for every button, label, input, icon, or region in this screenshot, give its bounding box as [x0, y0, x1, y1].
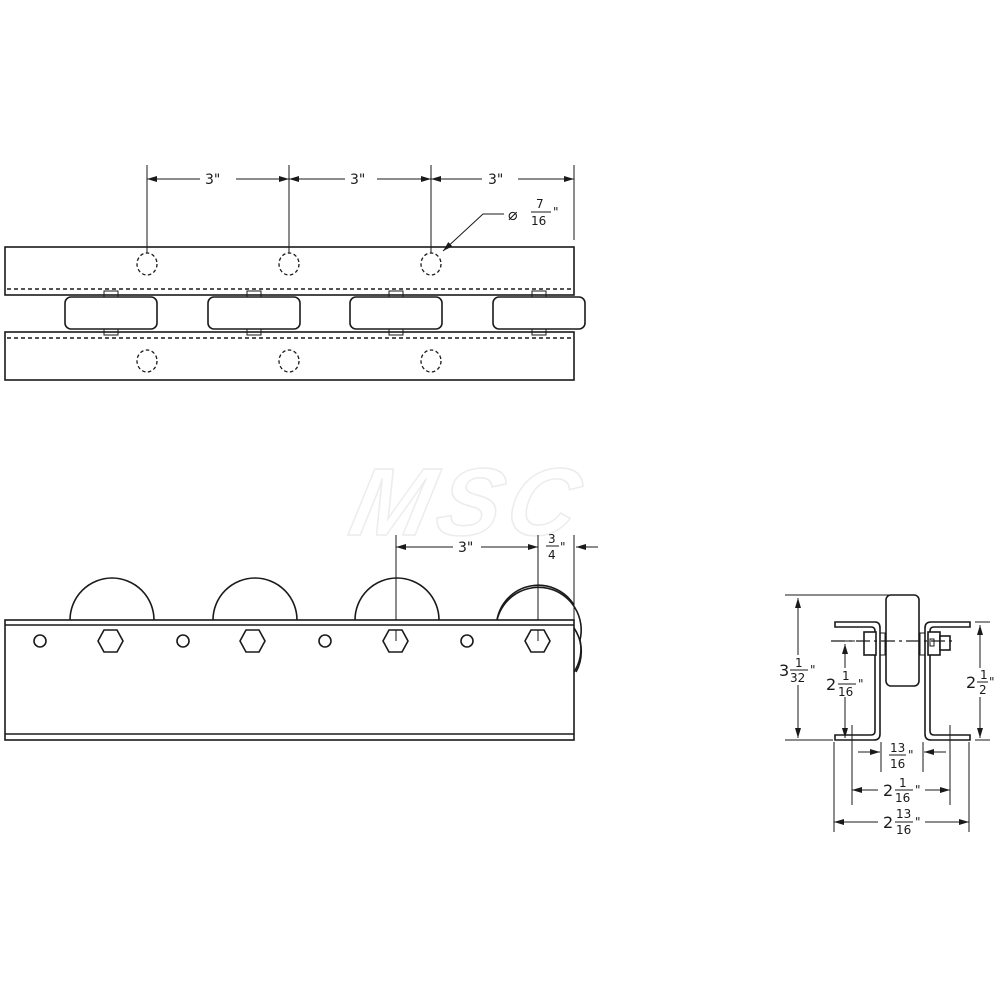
rail-hole: [420, 349, 442, 373]
left-bracket: [834, 621, 881, 741]
lower-rail: [4, 331, 575, 381]
right-bracket: [924, 621, 971, 741]
wheel-arc: [69, 577, 155, 621]
svg-text:2: 2: [966, 673, 976, 692]
svg-text:16: 16: [890, 757, 905, 771]
dimension-outer-width: 2 13 16 ": [883, 807, 921, 837]
rail-hole: [278, 252, 300, 276]
hex-bolt: [97, 629, 124, 653]
mounting-hole: [176, 634, 190, 648]
wheel: [64, 296, 158, 330]
watermark-logo: MSC: [341, 447, 597, 556]
rail-hole: [136, 252, 158, 276]
svg-text:2: 2: [883, 781, 893, 800]
side-view: 3" 3 4 ": [4, 532, 598, 741]
svg-text:1: 1: [842, 669, 850, 683]
svg-text:13: 13: [890, 741, 905, 755]
svg-text:16: 16: [896, 823, 911, 837]
end-view: 3 1 32 " 2 1 16 " 2 1 2 ": [779, 594, 995, 837]
svg-text:3: 3: [548, 532, 556, 546]
dimension-inner-width: 2 1 16 ": [883, 776, 921, 805]
svg-text:2: 2: [883, 813, 893, 832]
svg-text:4: 4: [548, 548, 556, 562]
dimension-label-spacing-3: 3": [488, 172, 503, 188]
svg-text:": ": [989, 675, 995, 689]
dimension-overhang: 3 4 ": [546, 532, 598, 562]
hex-bolt: [239, 629, 266, 653]
svg-text:": ": [553, 205, 559, 219]
dimension-overall-height: 3 1 32 ": [779, 656, 816, 685]
svg-text:": ": [915, 815, 921, 829]
svg-text:2: 2: [979, 683, 987, 697]
dimension-label-wheel-spacing: 3": [458, 540, 473, 556]
svg-text:16: 16: [895, 791, 910, 805]
dimension-wheel-width: 13 16 ": [889, 741, 914, 771]
dimension-label-spacing-2: 3": [350, 172, 365, 188]
top-view: 3" 3" 3" ⌀ 7 16 ": [4, 165, 586, 381]
mounting-hole: [33, 634, 47, 648]
left-nut: [863, 631, 877, 656]
mounting-hole: [318, 634, 332, 648]
svg-text:": ": [560, 540, 566, 554]
svg-text:16: 16: [531, 214, 546, 228]
top-wheels: [64, 290, 586, 336]
wheel-arc: [354, 577, 440, 621]
svg-text:": ": [915, 783, 921, 797]
channel-body: [4, 619, 575, 741]
bolt-end: [939, 635, 951, 651]
svg-text:16: 16: [838, 685, 853, 699]
svg-text:1: 1: [795, 656, 803, 670]
svg-text:7: 7: [536, 197, 544, 211]
rail-hole: [278, 349, 300, 373]
svg-text:": ": [810, 663, 816, 677]
rail-hole: [420, 252, 442, 276]
svg-text:1: 1: [980, 668, 988, 682]
rail-hole: [136, 349, 158, 373]
mounting-hole: [460, 634, 474, 648]
svg-text:3: 3: [779, 661, 789, 680]
wheel-arc: [212, 577, 298, 621]
svg-text:13: 13: [896, 807, 911, 821]
svg-text:": ": [908, 748, 914, 762]
svg-text:32: 32: [790, 671, 805, 685]
svg-text:1: 1: [899, 776, 907, 790]
hole-diameter-callout: ⌀ 7 16 ": [442, 197, 559, 252]
upper-rail: [4, 246, 575, 296]
dimension-axle-height: 2 1 16 ": [826, 669, 864, 699]
svg-text:": ": [858, 677, 864, 691]
wheel: [492, 296, 586, 330]
svg-text:2: 2: [826, 675, 836, 694]
dimension-rail-height: 2 1 2 ": [966, 668, 995, 697]
svg-text:MSC: MSC: [342, 448, 596, 556]
wheel: [207, 296, 301, 330]
dimension-label-spacing-1: 3": [205, 172, 220, 188]
wheel: [349, 296, 443, 330]
svg-text:⌀: ⌀: [508, 205, 518, 224]
